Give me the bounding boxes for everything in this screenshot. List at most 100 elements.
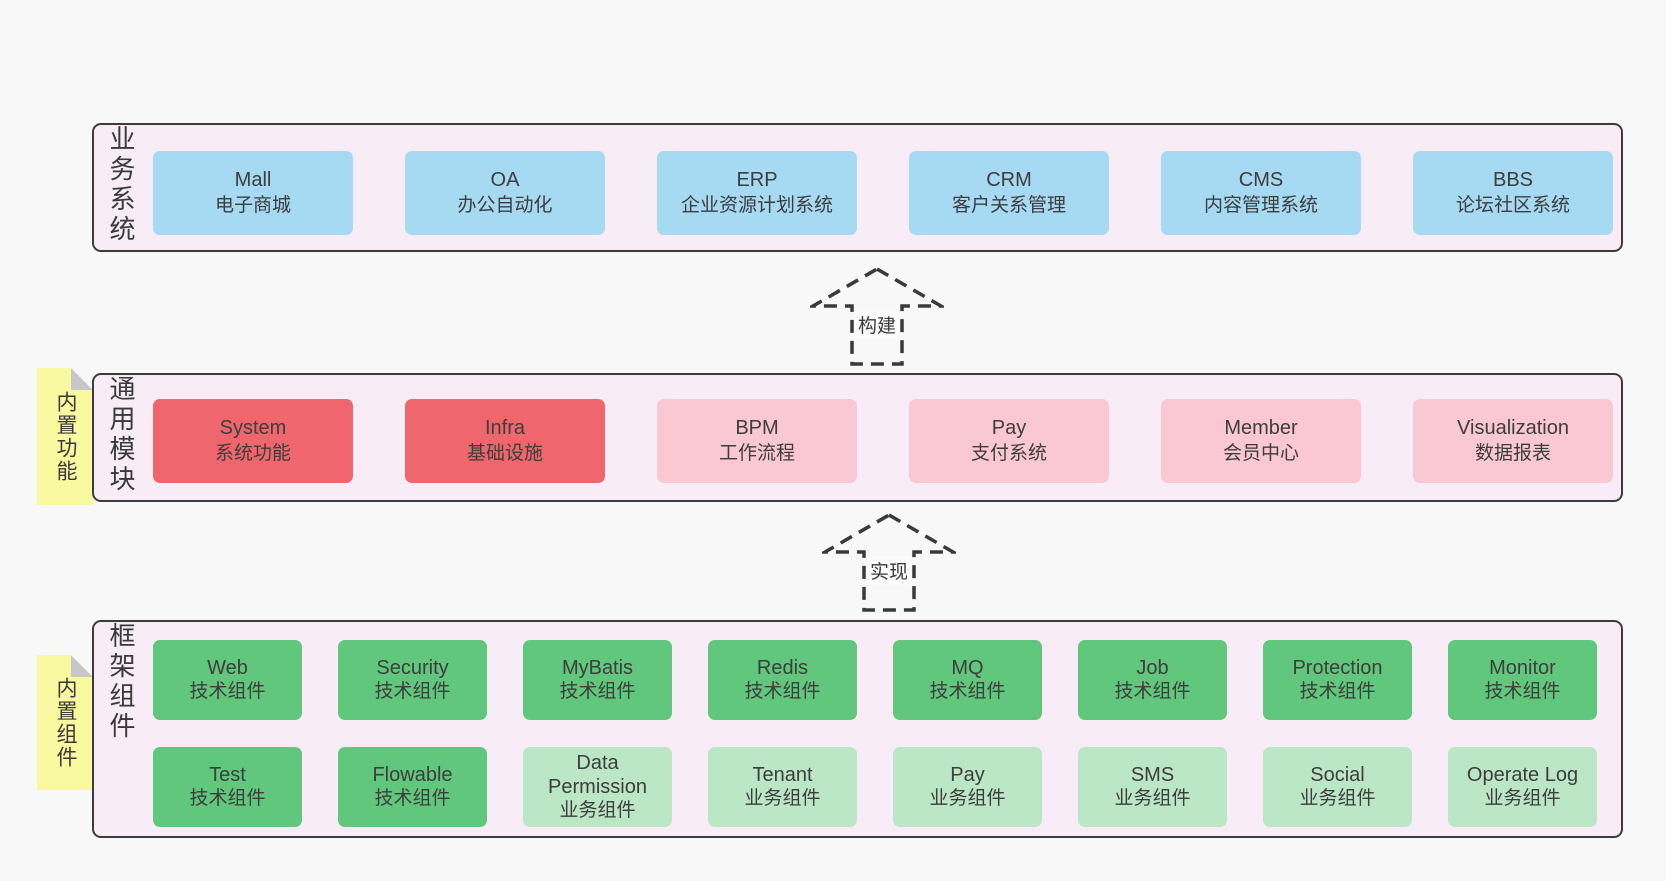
box-subtitle: 内容管理系统 bbox=[1203, 195, 1318, 216]
box-subtitle: 技术组件 bbox=[1114, 681, 1191, 702]
box-title: SMS bbox=[1130, 764, 1175, 786]
box-title: System bbox=[219, 417, 287, 439]
box-subtitle: 技术组件 bbox=[929, 681, 1006, 702]
box-title: Test bbox=[209, 764, 246, 786]
box-subtitle: 数据报表 bbox=[1474, 443, 1551, 464]
box-subtitle: 技术组件 bbox=[189, 788, 266, 809]
box-subtitle: 支付系统 bbox=[970, 443, 1047, 464]
box-title: BPM bbox=[735, 417, 779, 439]
cms-box: CMS 内容管理系统 bbox=[1161, 151, 1361, 235]
member-box: Member 会员中心 bbox=[1161, 399, 1361, 483]
visualization-box: Visualization 数据报表 bbox=[1413, 399, 1613, 483]
box-title: MQ bbox=[951, 657, 984, 679]
implement-arrow-label: 实现 bbox=[866, 556, 912, 585]
up-arrow-icon bbox=[822, 512, 956, 612]
box-title: Monitor bbox=[1489, 657, 1556, 679]
box-row: System 系统功能 Infra 基础设施 BPM 工作流程 Pay 支付系统 Member 会… bbox=[94, 399, 1621, 483]
box-title: Web bbox=[207, 657, 248, 679]
box-subtitle: 业务组件 bbox=[1114, 788, 1191, 809]
sticky-note-built-in-components: 内置组件 bbox=[37, 655, 93, 790]
band-common-modules: 通用模块 System 系统功能 Infra 基础设施 BPM 工作流程 Pay 支付系统 Me… bbox=[92, 373, 1623, 502]
box-subtitle: 办公自动化 bbox=[457, 195, 553, 216]
box-subtitle: 技术组件 bbox=[1484, 681, 1561, 702]
bpm-box: BPM 工作流程 bbox=[657, 399, 857, 483]
box-title: Redis bbox=[756, 657, 809, 679]
box-subtitle: 电子商城 bbox=[214, 195, 291, 216]
box-subtitle: 技术组件 bbox=[189, 681, 266, 702]
box-title: CRM bbox=[986, 169, 1032, 191]
box-subtitle: 技术组件 bbox=[744, 681, 821, 702]
box-title: CMS bbox=[1238, 169, 1284, 191]
box-title: Social bbox=[1310, 764, 1365, 786]
box-subtitle: 业务组件 bbox=[929, 788, 1006, 809]
sticky-label: 内置功能 bbox=[54, 390, 77, 483]
folded-corner-icon bbox=[71, 368, 93, 390]
folded-corner-icon bbox=[71, 655, 93, 677]
box-subtitle: 业务组件 bbox=[1299, 788, 1376, 809]
box-title: MyBatis bbox=[561, 657, 634, 679]
band-modules-label: 通用模块 bbox=[106, 375, 136, 495]
system-box: System 系统功能 bbox=[153, 399, 353, 483]
box-title: Tenant bbox=[752, 764, 813, 786]
box-subtitle: 技术组件 bbox=[374, 788, 451, 809]
crm-box: CRM 客户关系管理 bbox=[909, 151, 1109, 235]
box-subtitle: 工作流程 bbox=[718, 443, 795, 464]
implement-arrow: 实现 bbox=[822, 512, 956, 614]
box-title: BBS bbox=[1492, 169, 1534, 191]
box-title: Flowable bbox=[372, 764, 453, 786]
box-title: Infra bbox=[484, 417, 526, 439]
build-arrow: 构建 bbox=[810, 266, 944, 368]
box-title: Operate Log bbox=[1466, 764, 1579, 786]
box-title: Pay bbox=[950, 764, 985, 786]
band-business-label: 业务系统 bbox=[106, 125, 136, 245]
box-subtitle: 技术组件 bbox=[374, 681, 451, 702]
box-subtitle: 业务组件 bbox=[1484, 788, 1561, 809]
box-subtitle: 技术组件 bbox=[1299, 681, 1376, 702]
up-arrow-icon bbox=[810, 266, 944, 366]
box-subtitle: 论坛社区系统 bbox=[1455, 195, 1570, 216]
band-components-label: 框架组件 bbox=[106, 622, 136, 742]
bbs-box: BBS 论坛社区系统 bbox=[1413, 151, 1613, 235]
build-arrow-label: 构建 bbox=[854, 310, 900, 339]
box-title: Mall bbox=[234, 169, 272, 191]
box-title: ERP bbox=[736, 169, 778, 191]
box-subtitle: 会员中心 bbox=[1222, 443, 1299, 464]
box-subtitle: 业务组件 bbox=[744, 788, 821, 809]
oa-box: OA 办公自动化 bbox=[405, 151, 605, 235]
box-title: Job bbox=[1136, 657, 1169, 679]
box-title: Protection bbox=[1292, 657, 1383, 679]
infra-box: Infra 基础设施 bbox=[405, 399, 605, 483]
box-title: Security bbox=[376, 657, 449, 679]
box-subtitle: 客户关系管理 bbox=[951, 195, 1066, 216]
pay-box: Pay 支付系统 bbox=[909, 399, 1109, 483]
box-title: OA bbox=[490, 169, 520, 191]
box-title: Member bbox=[1224, 417, 1298, 439]
box-subtitle: 基础设施 bbox=[466, 443, 543, 464]
box-subtitle: 系统功能 bbox=[214, 443, 291, 464]
box-title: Visualization bbox=[1457, 417, 1569, 439]
box-title: Pay bbox=[991, 417, 1027, 439]
